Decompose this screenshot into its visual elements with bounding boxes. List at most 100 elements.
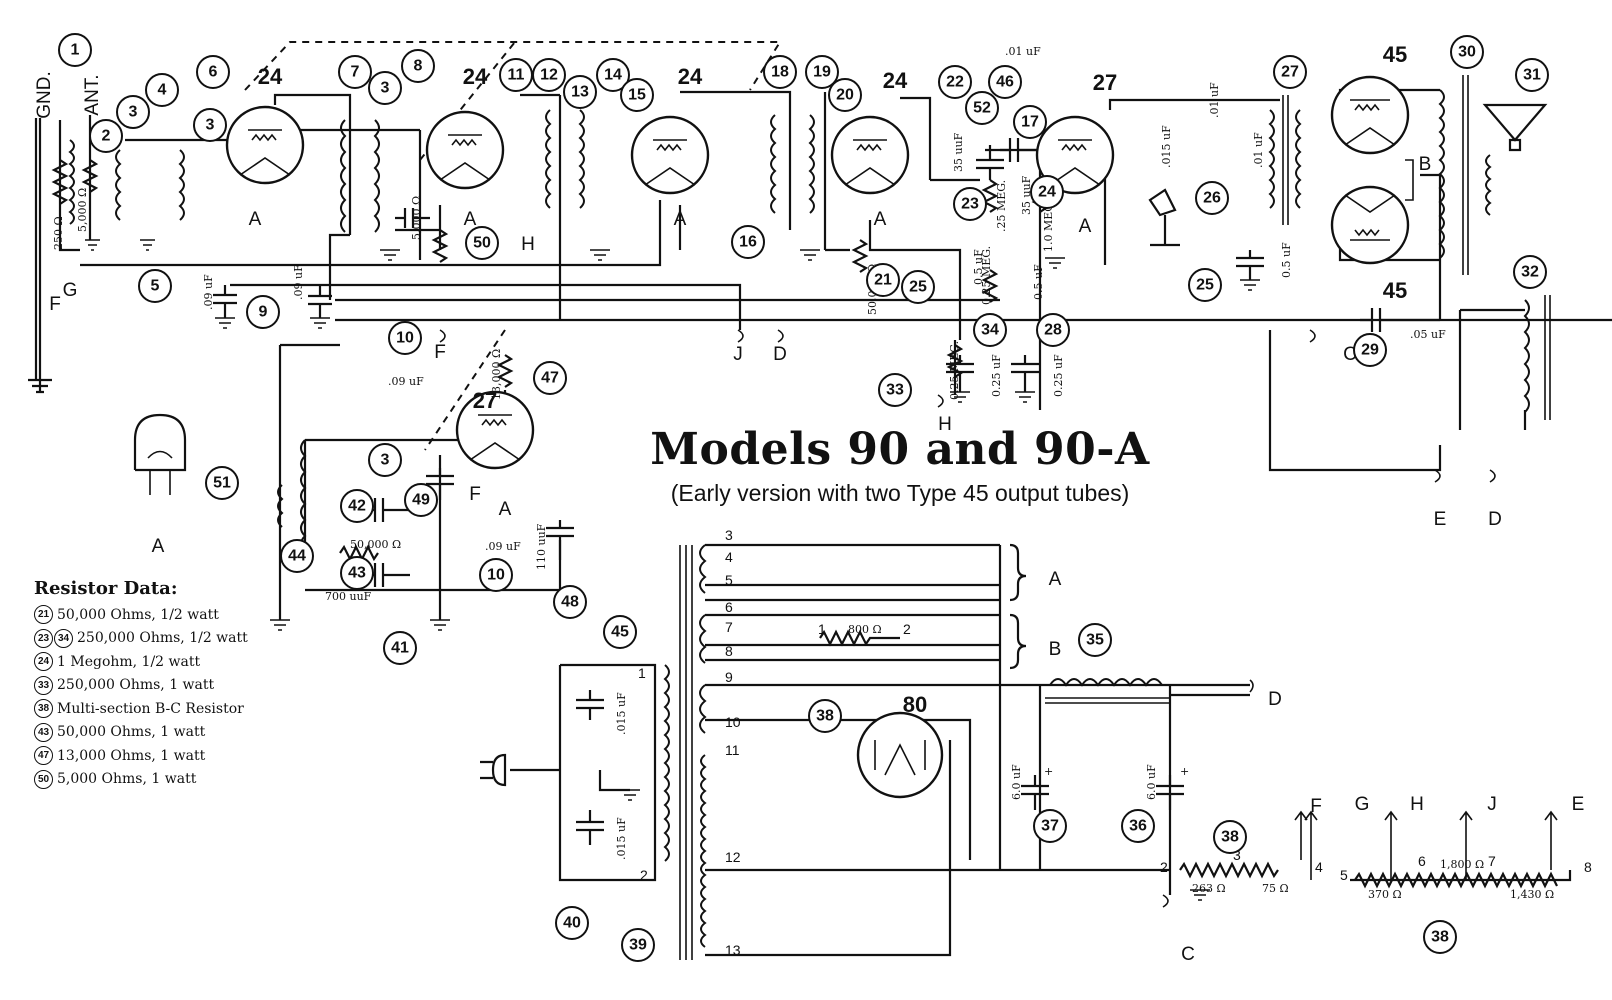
callout-number: 26 (1203, 190, 1221, 207)
callout-circle (479, 558, 513, 592)
callout-circle (368, 71, 402, 105)
svg-text:3: 3 (1233, 847, 1241, 863)
svg-text:75 Ω: 75 Ω (1262, 882, 1289, 895)
callout-42: 42 (340, 489, 374, 523)
resistor-description: 50,000 Ohms, 1 watt (57, 724, 206, 741)
callout-number: 25 (909, 279, 927, 296)
callout-circle (555, 906, 589, 940)
svg-text:9: 9 (725, 669, 733, 685)
callout-9: 9 (246, 295, 280, 329)
callout-circle (196, 55, 230, 89)
callout-circle (1030, 175, 1064, 209)
callout-number: 1 (71, 42, 80, 59)
label-ant: ANT. (82, 74, 103, 115)
callout-38-1: 38 (808, 699, 842, 733)
callout-31: 31 (1515, 58, 1549, 92)
diagram-title: Models 90 and 90-A (650, 424, 1150, 475)
callout-13: 13 (563, 75, 597, 109)
svg-text:6.0 uF: 6.0 uF (1010, 764, 1023, 800)
label-h-mid: H (521, 234, 535, 255)
resistor-ref-badge: 34 (54, 628, 73, 648)
svg-text:1,800 Ω: 1,800 Ω (1440, 858, 1484, 871)
capacitors (213, 138, 1440, 845)
label-e: E (1434, 509, 1447, 530)
callout-number: 20 (836, 87, 854, 104)
callout-18: 18 (763, 55, 797, 89)
callout-26: 26 (1195, 181, 1229, 215)
label-f-left: F (49, 294, 61, 315)
callout-circle (828, 78, 862, 112)
tube-label-out-b: 45 (1383, 278, 1407, 303)
svg-text:6: 6 (725, 599, 733, 615)
callout-circle (620, 78, 654, 112)
callout-circle (246, 295, 280, 329)
callout-circle (138, 269, 172, 303)
callout-circle (866, 263, 900, 297)
callout-circle (988, 65, 1022, 99)
tube-rf2 (425, 110, 505, 190)
svg-text:.09 uF: .09 uF (202, 274, 215, 310)
callout-circle (1273, 55, 1307, 89)
label-a-det: A (874, 209, 887, 230)
labels: GND. ANT. F G F H J D H C E D B A A A A … (34, 42, 1584, 965)
svg-text:.01 uF: .01 uF (1005, 45, 1041, 58)
callout-12: 12 (532, 58, 566, 92)
callout-3-5: 3 (193, 108, 227, 142)
svg-text:0.5 uF: 0.5 uF (972, 249, 985, 285)
callout-48: 48 (553, 585, 587, 619)
svg-text:0.25 uF: 0.25 uF (1052, 354, 1065, 397)
svg-text:5,000 Ω: 5,000 Ω (410, 196, 423, 240)
callout-6: 6 (196, 55, 230, 89)
tube-rf1 (225, 105, 305, 185)
callout-28: 28 (1036, 313, 1070, 347)
callout-circle (465, 226, 499, 260)
svg-text:7: 7 (1488, 853, 1496, 869)
callout-number: 42 (348, 498, 366, 515)
callout-30: 30 (1450, 35, 1484, 69)
callout-24: 24 (1030, 175, 1064, 209)
callout-number: 33 (886, 382, 904, 399)
resistors (51, 159, 1558, 889)
callout-25: 25 (901, 270, 935, 304)
callout-19: 19 (805, 55, 839, 89)
svg-text:110 uuF: 110 uuF (535, 523, 548, 570)
label-f-osc: F (469, 484, 481, 505)
callout-number: 10 (396, 330, 414, 347)
callout-number: 3 (129, 104, 138, 121)
callout-11: 11 (499, 58, 533, 92)
callout-7: 7 (338, 55, 372, 89)
tube-label-det: 24 (883, 68, 908, 93)
svg-text:1,430 Ω: 1,430 Ω (1510, 888, 1554, 901)
callout-15: 15 (620, 78, 654, 112)
callout-37: 37 (1033, 809, 1067, 843)
callout-circle (596, 58, 630, 92)
callout-circle (1188, 268, 1222, 302)
svg-text:4: 4 (1315, 859, 1323, 875)
callout-35: 35 (1078, 623, 1112, 657)
resistor-description: Multi-section B-C Resistor (57, 700, 244, 717)
callout-number: 9 (259, 304, 268, 321)
svg-text:263 Ω: 263 Ω (1192, 882, 1226, 895)
callout-circle (1353, 333, 1387, 367)
callout-29: 29 (1353, 333, 1387, 367)
callout-number: 34 (981, 322, 999, 339)
svg-text:12: 12 (725, 849, 741, 865)
tube-socket-icon (133, 413, 187, 472)
callout-circle (89, 119, 123, 153)
callout-36: 36 (1121, 809, 1155, 843)
svg-text:6: 6 (1418, 853, 1426, 869)
svg-text:0.25 MEG.: 0.25 MEG. (980, 246, 993, 305)
callout-number: 3 (381, 452, 390, 469)
callout-number: 32 (1521, 264, 1539, 281)
label-d-out: D (1488, 509, 1502, 530)
svg-text:35 uuF: 35 uuF (952, 132, 965, 172)
svg-text:8: 8 (725, 643, 733, 659)
callout-number: 24 (1038, 184, 1056, 201)
callout-circle (280, 539, 314, 573)
label-a-if: A (674, 209, 687, 230)
tube-label-af: 27 (1093, 70, 1117, 95)
callout-number: 23 (961, 196, 979, 213)
